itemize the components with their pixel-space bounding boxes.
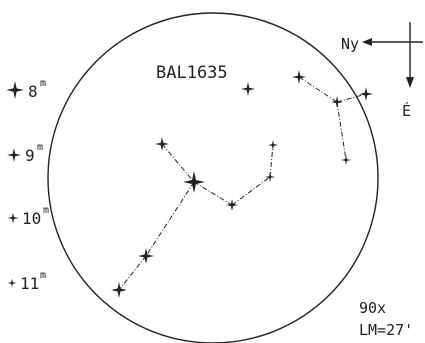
star bbox=[226, 199, 238, 211]
star bbox=[265, 172, 275, 182]
field-stars bbox=[111, 70, 373, 298]
star bbox=[138, 248, 154, 264]
star bbox=[359, 87, 373, 101]
magnitude-scale: 8 m 9 m 10 m 11 m bbox=[6, 78, 49, 293]
mag-9-label: 9 bbox=[25, 146, 35, 165]
object-label: BAL1635 bbox=[156, 63, 228, 83]
star bbox=[111, 282, 127, 298]
mag-10-star-icon bbox=[8, 213, 19, 224]
mag-9-unit: m bbox=[37, 142, 43, 153]
north-label: Ny bbox=[341, 35, 359, 53]
star bbox=[331, 96, 343, 108]
mag-10-label: 10 bbox=[22, 209, 41, 228]
star bbox=[268, 140, 278, 150]
asterism-lines bbox=[119, 77, 366, 290]
mag-11-star-icon bbox=[8, 279, 17, 288]
mag-11-label: 11 bbox=[20, 274, 39, 293]
mag-8-label: 8 bbox=[28, 82, 38, 101]
magnification-label: 90x bbox=[359, 299, 386, 317]
mag-8-unit: m bbox=[40, 78, 46, 89]
star-bal1635 bbox=[241, 82, 255, 96]
star-brightest bbox=[183, 171, 205, 193]
star bbox=[155, 137, 169, 151]
arrow-left-icon bbox=[362, 38, 372, 46]
arrow-down-icon bbox=[406, 77, 414, 88]
star bbox=[292, 70, 306, 84]
compass bbox=[362, 22, 423, 88]
east-label: É bbox=[402, 101, 411, 120]
mag-11-unit: m bbox=[40, 270, 46, 281]
star bbox=[341, 155, 351, 165]
limiting-magnitude-label: LM=27' bbox=[359, 321, 413, 339]
mag-8-star-icon bbox=[6, 81, 24, 99]
mag-9-star-icon bbox=[7, 148, 21, 162]
mag-10-unit: m bbox=[43, 205, 49, 216]
